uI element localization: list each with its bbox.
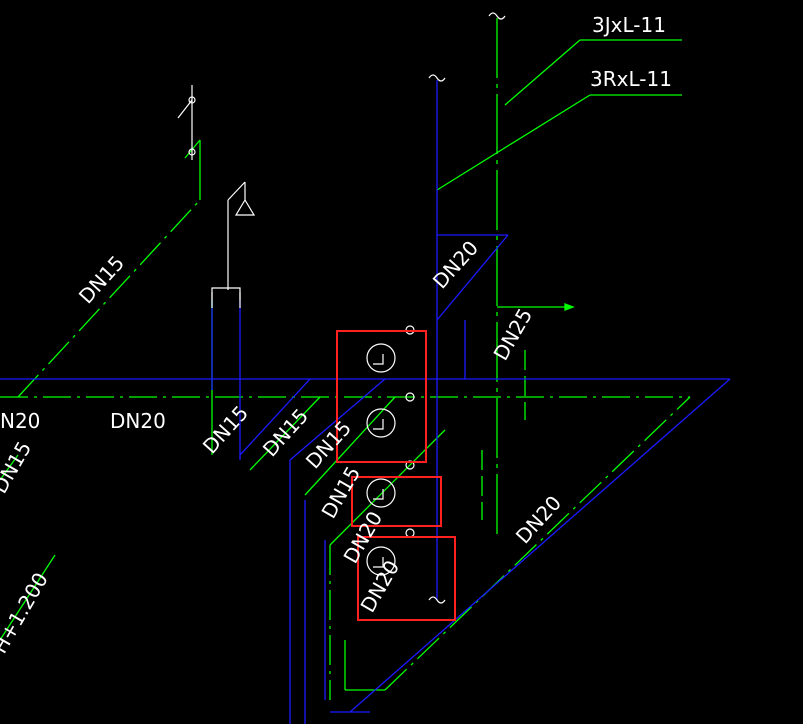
pipe-label-dn15-edge: DN15: [0, 437, 36, 497]
shower-head-icon: [234, 198, 256, 216]
pipe-label-dn20-lower2: DN20: [356, 556, 405, 616]
highlight-boxes: [336, 330, 456, 621]
break-symbol-icon: [428, 74, 446, 82]
pipe-label-dn25: DN25: [489, 304, 538, 364]
labels: 3JxL-11 3RxL-11 DN15 N20 DN20 DN15 DN15 …: [0, 13, 672, 658]
valve-icon: [405, 528, 415, 538]
water-meter-icon: [366, 343, 396, 373]
break-symbol-icon: [488, 12, 506, 20]
pipe-label-dn15-b4: DN15: [317, 462, 366, 522]
break-symbol-icon: [428, 596, 446, 604]
valve-icon: [405, 392, 415, 402]
pipe-label-dn20-mid: DN20: [110, 409, 166, 433]
pipe-label-dn20-edge: N20: [0, 409, 40, 433]
meter-box-2[interactable]: [351, 476, 442, 527]
hot-water-pipes: [0, 18, 691, 700]
pipe-label-dn15-left: DN15: [74, 251, 129, 309]
meter-box-1[interactable]: [336, 330, 427, 463]
pipe-label-dn20-upper: DN20: [428, 236, 483, 294]
water-meter-icon: [366, 478, 396, 508]
elevation-label: H+1.200: [0, 568, 53, 657]
water-meter-icon: [366, 408, 396, 438]
riser-label-cold: 3JxL-11: [592, 13, 666, 37]
meter-box-3[interactable]: [357, 536, 456, 621]
water-meter-icon: [366, 546, 396, 576]
riser-label-hot: 3RxL-11: [590, 67, 672, 91]
cold-water-pipes: [0, 80, 731, 724]
pipe-label-dn20-diag: DN20: [511, 491, 566, 549]
